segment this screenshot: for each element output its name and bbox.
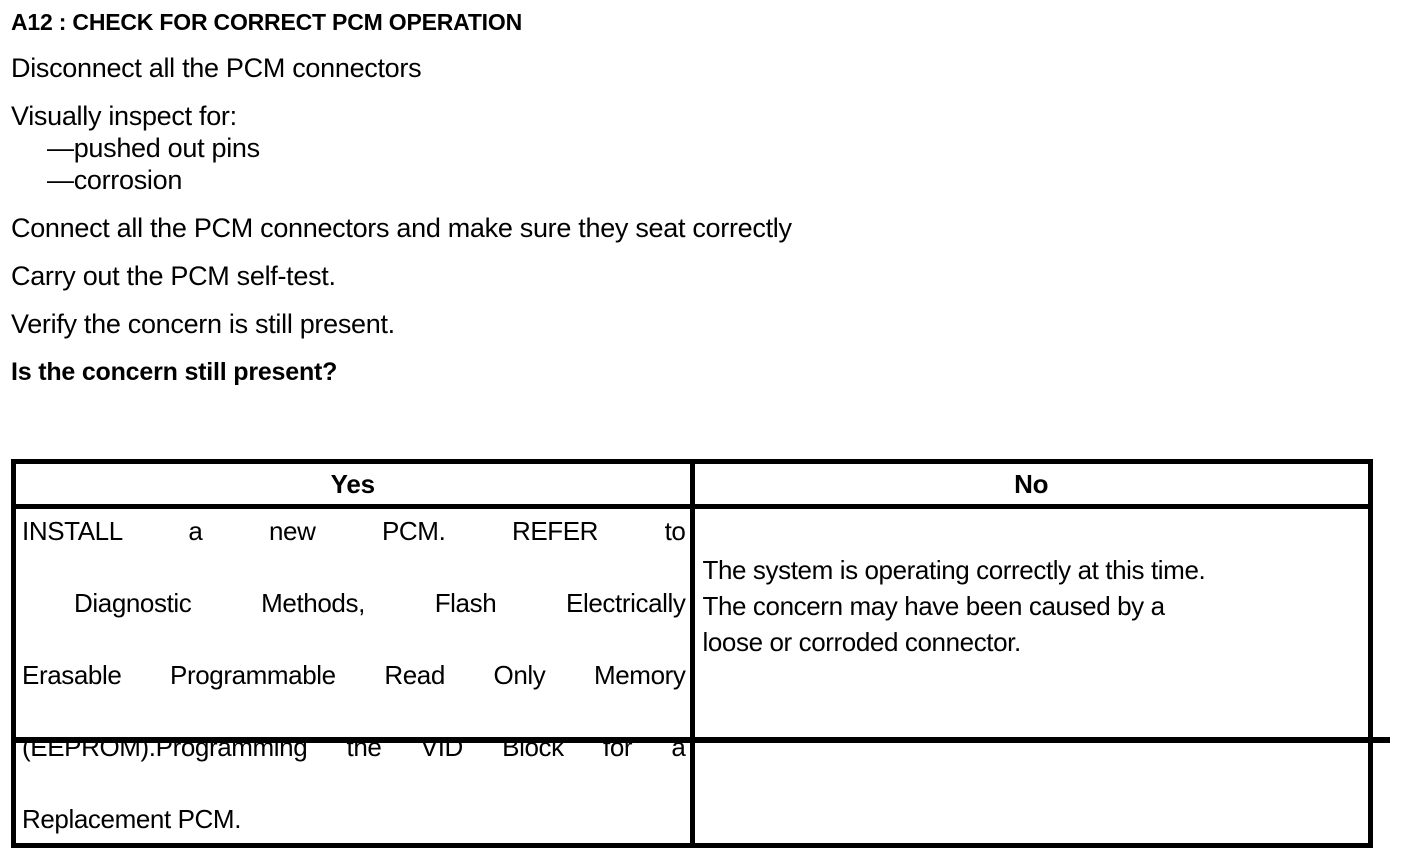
- instruction-bullet: —corrosion: [47, 165, 183, 195]
- document-page: A12 : CHECK FOR CORRECT PCM OPERATION Di…: [11, 9, 1391, 848]
- instruction-line: Verify the concern is still present.: [11, 309, 395, 339]
- yes-action-line: Diagnostic Methods, Flash Electrically: [74, 588, 686, 618]
- column-header-no: No: [1014, 469, 1049, 499]
- table-cell-no-action: The system is operating correctly at thi…: [695, 509, 1369, 843]
- table-header-cell-no: No: [695, 464, 1369, 504]
- table-cell-yes-action: INSTALL a new PCM. REFER to Diagnostic M…: [16, 509, 695, 843]
- page-title: A12 : CHECK FOR CORRECT PCM OPERATION: [11, 9, 522, 35]
- instruction-bullet: —pushed out pins: [47, 133, 260, 163]
- no-action-line: loose or corroded connector.: [702, 627, 1022, 657]
- yes-action-text: INSTALL a new PCM. REFER to Diagnostic M…: [16, 509, 690, 843]
- instruction-line: Connect all the PCM connectors and make …: [11, 213, 792, 243]
- yes-action-line: Replacement PCM.: [22, 804, 242, 834]
- yes-action-line: Erasable Programmable Read Only Memory: [22, 660, 686, 690]
- table-header-cell-yes: Yes: [16, 464, 695, 504]
- decision-table: Yes No INSTALL a new PCM. REFER to Diagn…: [11, 459, 1373, 848]
- section-divider-rule: [11, 737, 1390, 743]
- decision-question: Is the concern still present?: [11, 358, 338, 386]
- instruction-line: Visually inspect for:: [11, 101, 237, 131]
- table-row: INSTALL a new PCM. REFER to Diagnostic M…: [16, 509, 1368, 843]
- yes-action-line: INSTALL a new PCM. REFER to: [22, 516, 686, 546]
- no-action-line: The system is operating correctly at thi…: [702, 555, 1206, 585]
- no-action-line: The concern may have been caused by a: [702, 591, 1166, 621]
- no-action-text: The system is operating correctly at thi…: [695, 509, 1369, 703]
- instruction-line: Carry out the PCM self-test.: [11, 261, 336, 291]
- table-header-row: Yes No: [16, 464, 1368, 509]
- column-header-yes: Yes: [330, 469, 375, 499]
- instruction-line: Disconnect all the PCM connectors: [11, 53, 422, 83]
- instruction-list: Disconnect all the PCM connectors Visual…: [11, 52, 1391, 388]
